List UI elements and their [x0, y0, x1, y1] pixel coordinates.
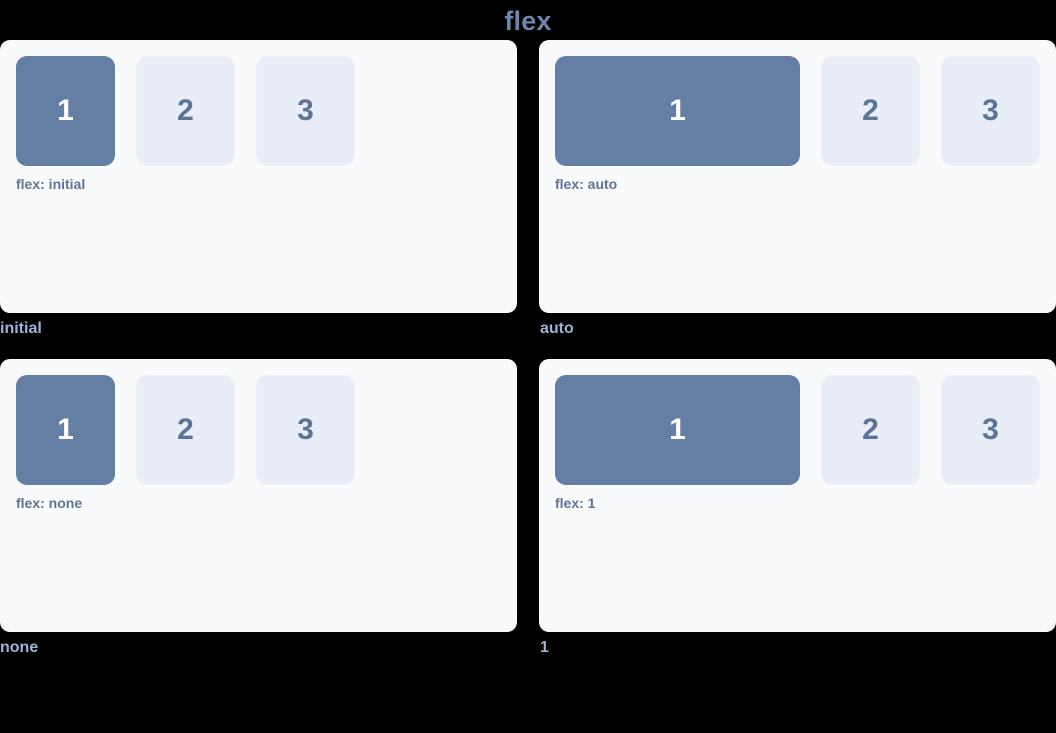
demo-panel-none: 1 2 3 flex: none [0, 359, 517, 632]
flex-container-auto: 1 2 3 [555, 56, 1040, 166]
flex-item-label: 3 [297, 413, 314, 446]
page-title: flex [504, 6, 552, 36]
flex-item-label: 1 [669, 413, 686, 446]
flex-note: flex: initial [16, 176, 86, 192]
flex-item-label: 2 [177, 94, 194, 127]
flex-item-3[interactable]: 3 [256, 375, 355, 485]
flex-demo-grid: 1 2 3 flex: initial initial 1 2 [0, 40, 1056, 658]
demo-cell-one: 1 2 3 flex: 1 1 [539, 359, 1056, 658]
flex-item-label: 2 [177, 413, 194, 446]
flex-item-1[interactable]: 1 [16, 375, 115, 485]
flex-item-2[interactable]: 2 [821, 375, 920, 485]
flex-item-label: 1 [57, 413, 74, 446]
demo-caption: initial [0, 320, 42, 337]
flex-item-3[interactable]: 3 [941, 56, 1040, 166]
flex-container-initial: 1 2 3 [16, 56, 501, 166]
flex-item-1[interactable]: 1 [555, 375, 800, 485]
flex-item-label: 1 [669, 94, 686, 127]
flex-item-label: 3 [982, 413, 999, 446]
demo-panel-initial: 1 2 3 flex: initial [0, 40, 517, 313]
demo-cell-none: 1 2 3 flex: none none [0, 359, 517, 658]
flex-item-label: 3 [297, 94, 314, 127]
flex-item-label: 2 [862, 413, 879, 446]
flex-item-label: 3 [982, 94, 999, 127]
flex-item-2[interactable]: 2 [136, 56, 235, 166]
demo-caption: 1 [540, 639, 549, 656]
flex-note: flex: 1 [555, 495, 596, 511]
flex-item-3[interactable]: 3 [941, 375, 1040, 485]
demo-caption: none [0, 639, 39, 656]
flex-item-1[interactable]: 1 [16, 56, 115, 166]
flex-item-3[interactable]: 3 [256, 56, 355, 166]
demo-cell-initial: 1 2 3 flex: initial initial [0, 40, 517, 339]
demo-panel-one: 1 2 3 flex: 1 [539, 359, 1056, 632]
flex-item-2[interactable]: 2 [136, 375, 235, 485]
flex-container-one: 1 2 3 [555, 375, 1040, 485]
flex-item-1[interactable]: 1 [555, 56, 800, 166]
demo-caption: auto [540, 320, 574, 337]
demo-panel-auto: 1 2 3 flex: auto [539, 40, 1056, 313]
flex-item-label: 1 [57, 94, 74, 127]
flex-item-label: 2 [862, 94, 879, 127]
flex-item-2[interactable]: 2 [821, 56, 920, 166]
flex-container-none: 1 2 3 [16, 375, 501, 485]
flex-note: flex: none [16, 495, 83, 511]
demo-cell-auto: 1 2 3 flex: auto auto [539, 40, 1056, 339]
flex-note: flex: auto [555, 176, 618, 192]
